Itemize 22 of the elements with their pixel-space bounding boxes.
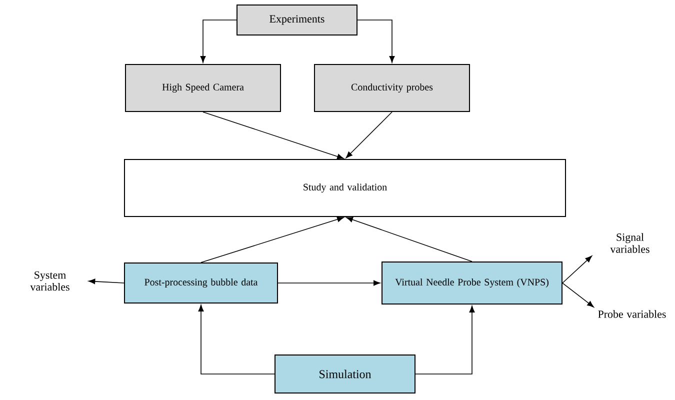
- arrow: [357, 20, 395, 63]
- output-label: System variables: [30, 271, 70, 291]
- output-label: Signal variables: [610, 233, 650, 253]
- process-box: Virtual Needle Probe System (VNPS): [382, 262, 562, 304]
- process-box: Experiments: [236, 4, 358, 36]
- arrow: [88, 278, 124, 284]
- arrow: [278, 280, 380, 286]
- process-box: High Speed Camera: [125, 64, 281, 112]
- arrow: [346, 112, 392, 158]
- arrow: [200, 20, 237, 63]
- process-box: Study and validation: [124, 159, 566, 217]
- arrow: [202, 112, 344, 160]
- output-label: Probe variables: [598, 310, 666, 318]
- arrow: [562, 256, 592, 284]
- process-box: Post-processing bubble data: [124, 262, 278, 304]
- process-box: Simulation: [274, 354, 416, 394]
- arrow: [415, 306, 475, 374]
- arrow: [200, 216, 344, 263]
- arrow: [198, 304, 275, 374]
- arrow: [346, 216, 472, 262]
- process-box: Conductivity probes: [314, 64, 470, 112]
- arrow: [562, 282, 594, 308]
